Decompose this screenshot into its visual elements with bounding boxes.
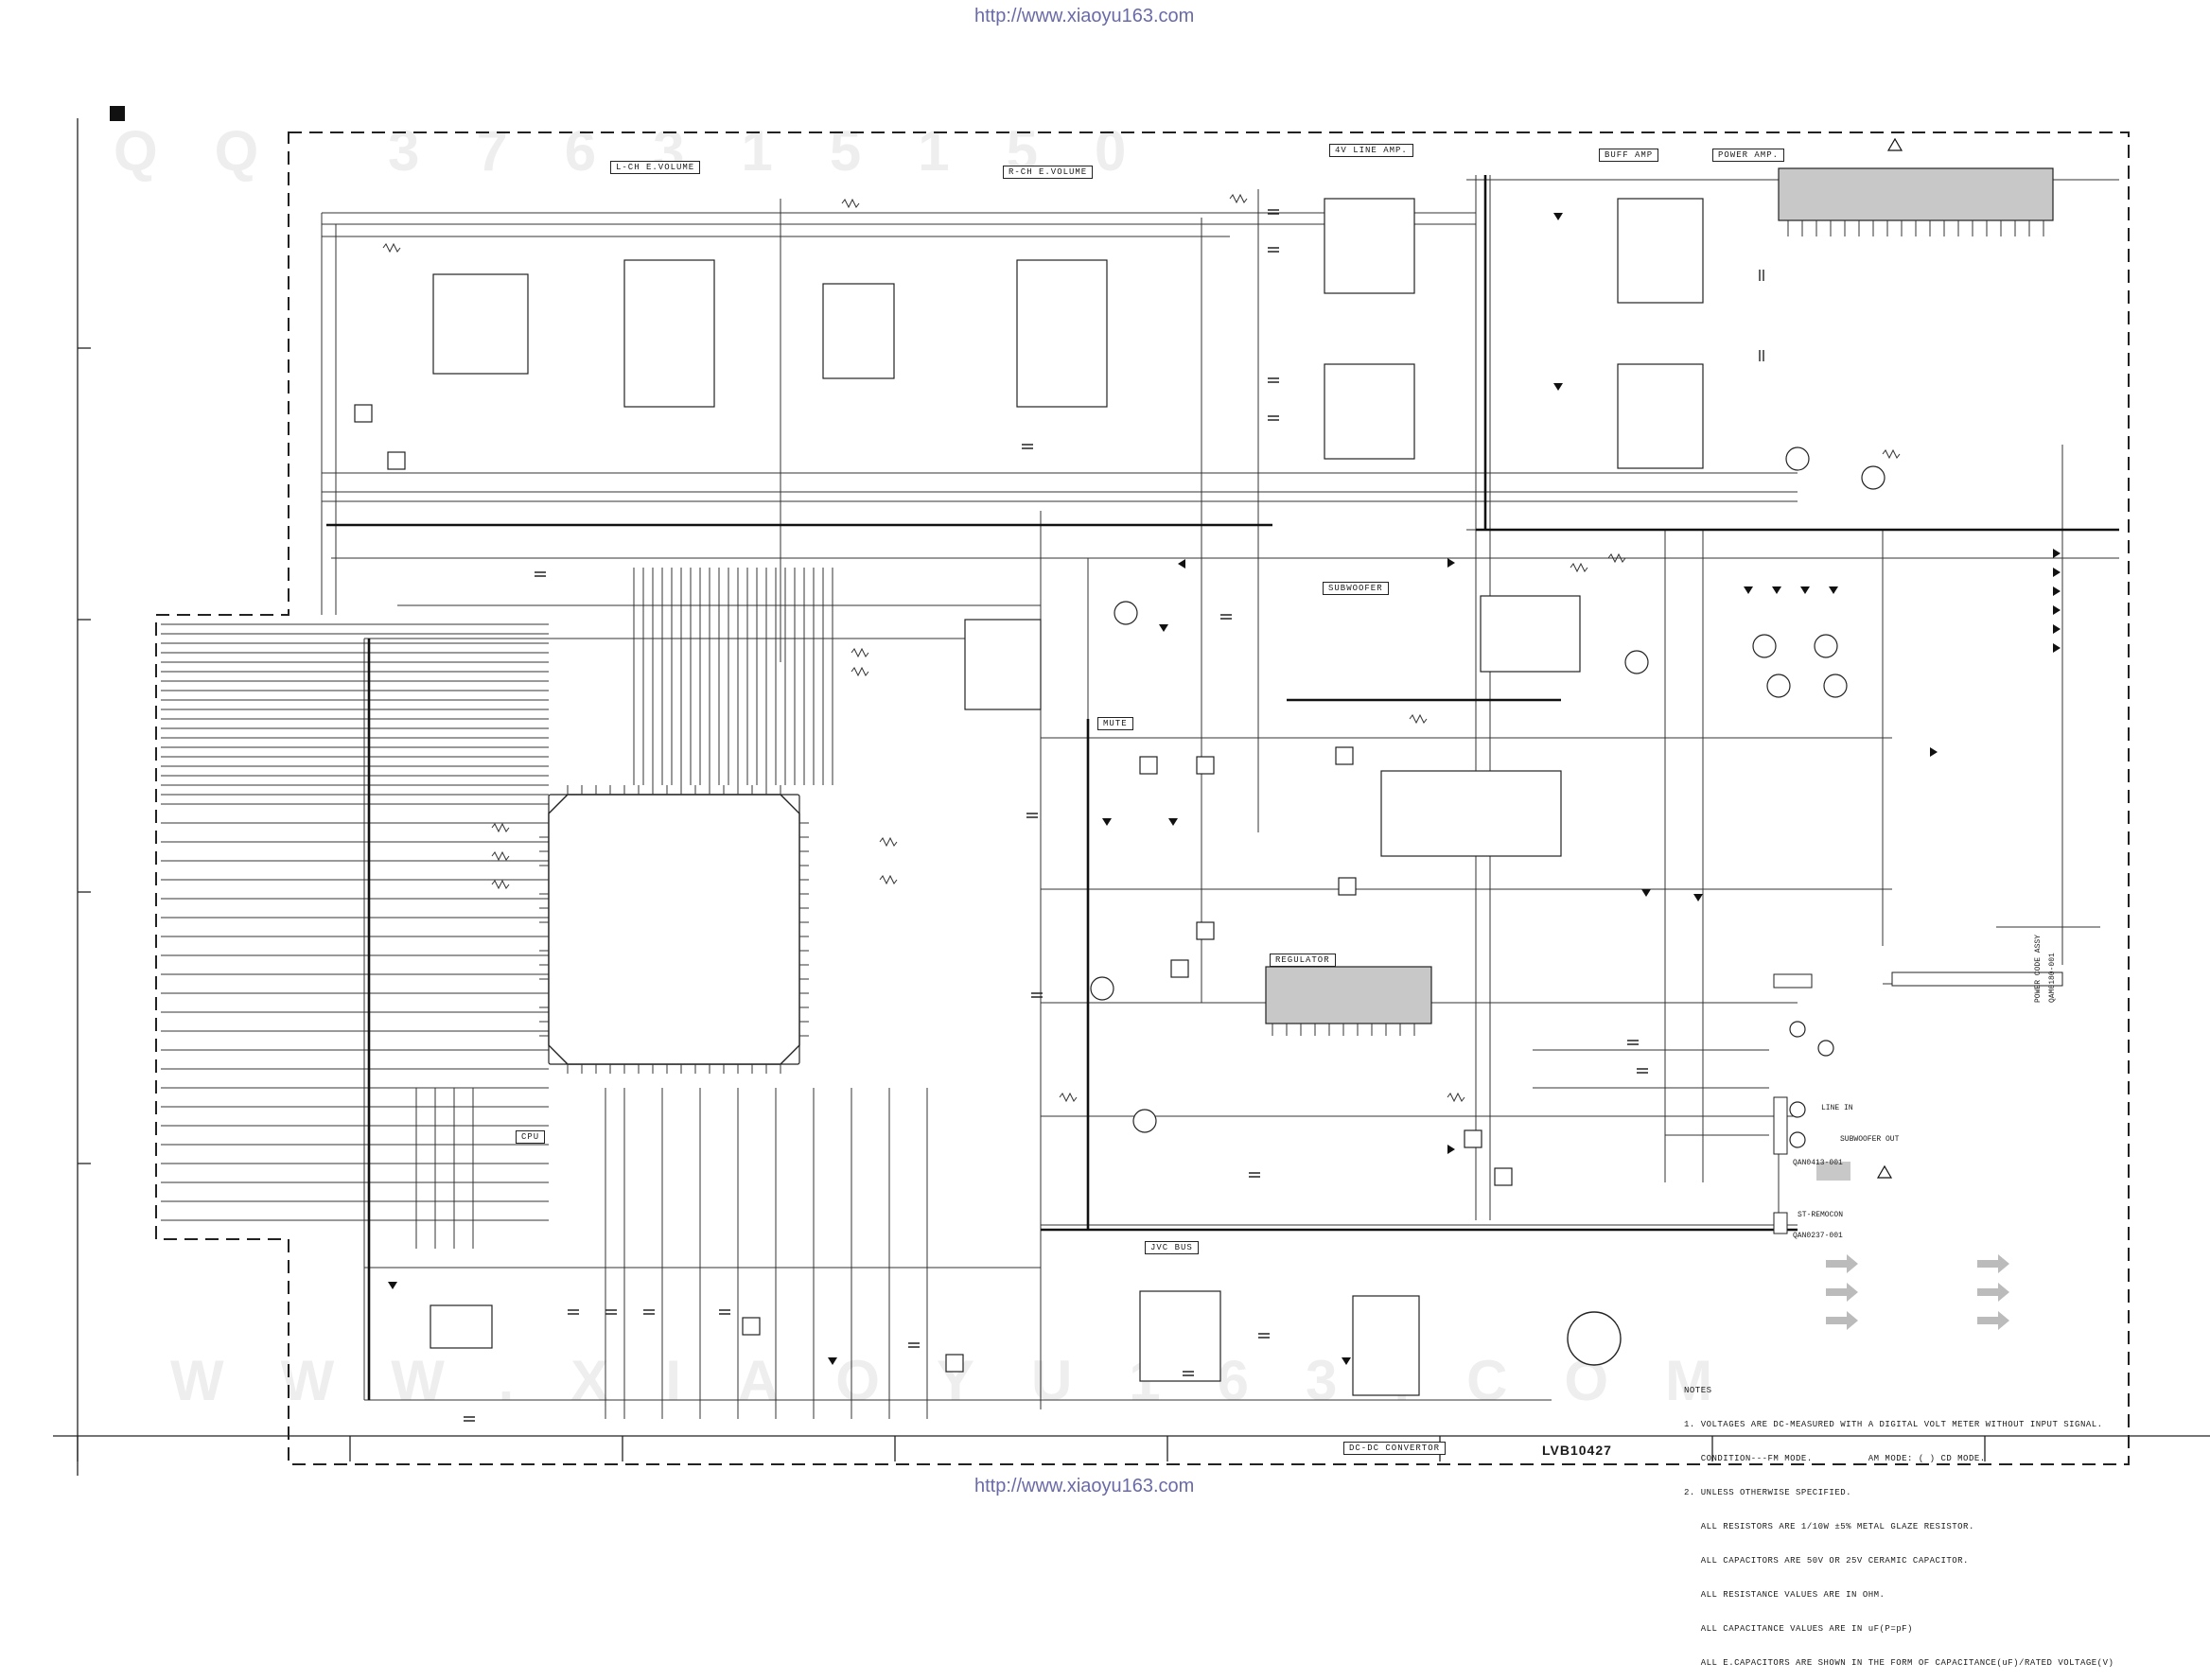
- ic-buff-amp-1: [1617, 198, 1704, 304]
- notes-block: NOTES 1. VOLTAGES ARE DC-MEASURED WITH A…: [1684, 1362, 2114, 1680]
- line-amp-label: 4V LINE AMP.: [1329, 144, 1413, 157]
- st-remocon-label: ST-REMOCON: [1798, 1211, 1844, 1219]
- ic-subwoofer: [1480, 595, 1581, 673]
- cpu-body: [548, 794, 800, 1065]
- ic-mute-driver: [1380, 770, 1562, 857]
- r-volume-label: R-CH E.VOLUME: [1003, 166, 1094, 179]
- power-cord-label: POWER CODE ASSY: [2034, 934, 2043, 1003]
- url-bottom: http://www.xiaoyu163.com: [974, 1476, 1195, 1496]
- url-top: http://www.xiaoyu163.com: [974, 6, 1195, 26]
- subwoofer-label: SUBWOOFER: [1323, 582, 1389, 595]
- ic-small-mid: [964, 619, 1042, 710]
- notes-line-7: ALL CAPACITANCE VALUES ARE IN uF(P=pF): [1684, 1624, 1913, 1634]
- ic-dcdc: [1352, 1295, 1420, 1396]
- jvc-bus-label: JVC BUS: [1145, 1241, 1199, 1254]
- notes-title: NOTES: [1684, 1386, 1712, 1395]
- notes-line-2: CONDITION---FM MODE. AM MODE: ( ) CD MOD…: [1684, 1454, 1986, 1463]
- connector-pn-1: QAN0413-001: [1793, 1159, 1843, 1167]
- notes-line-5: ALL CAPACITORS ARE 50V OR 25V CERAMIC CA…: [1684, 1556, 1969, 1566]
- ic-vout: [430, 1304, 493, 1349]
- corner-marker: [110, 106, 125, 121]
- din-connector: [1567, 1311, 1622, 1366]
- power-amp-label: POWER AMP.: [1712, 149, 1785, 162]
- board-outline: [155, 131, 2130, 1465]
- ic-line-amp-2: [1324, 363, 1415, 460]
- watermark-bottom: WWW.XIAOYU163.COM: [170, 1349, 1770, 1412]
- shaded-note: [1816, 1162, 1850, 1181]
- cpu-label: CPU: [516, 1130, 546, 1144]
- buff-amp-label: BUFF AMP: [1599, 149, 1659, 162]
- ic-l-vol-sub: [432, 273, 529, 375]
- dcdc-label: DC-DC CONVERTOR: [1343, 1442, 1447, 1455]
- regulator-label: REGULATOR: [1270, 954, 1336, 967]
- schematic-diagram: [53, 106, 2210, 1476]
- power-amp-ic: [1778, 167, 2054, 221]
- connector-pn-2: QAN0237-001: [1793, 1232, 1843, 1240]
- notes-line-1: 1. VOLTAGES ARE DC-MEASURED WITH A DIGIT…: [1684, 1420, 2103, 1429]
- notes-line-4: ALL RESISTORS ARE 1/10W ±5% METAL GLAZE …: [1684, 1522, 1974, 1531]
- subwoofer-out-label: SUBWOOFER OUT: [1840, 1135, 1900, 1144]
- mute-label: MUTE: [1097, 717, 1133, 730]
- l-volume-label: L-CH E.VOLUME: [610, 161, 701, 174]
- notes-line-3: 2. UNLESS OTHERWISE SPECIFIED.: [1684, 1488, 1852, 1497]
- ic-jvc-bus: [1139, 1290, 1221, 1382]
- ic-l-evol: [623, 259, 715, 408]
- ic-buff-amp-2: [1617, 363, 1704, 469]
- notes-line-6: ALL RESISTANCE VALUES ARE IN OHM.: [1684, 1590, 1886, 1600]
- ic-r-evol: [1016, 259, 1108, 408]
- board-part-number: LVB10427: [1542, 1443, 1612, 1458]
- ic-r-vol-sub: [822, 283, 895, 379]
- line-in-label: LINE IN: [1821, 1104, 1853, 1112]
- regulator-ic: [1265, 966, 1432, 1024]
- notes-line-8: ALL E.CAPACITORS ARE SHOWN IN THE FORM O…: [1684, 1658, 2114, 1668]
- ic-line-amp-1: [1324, 198, 1415, 294]
- power-cord-pn: QAM0180-001: [2048, 953, 2057, 1003]
